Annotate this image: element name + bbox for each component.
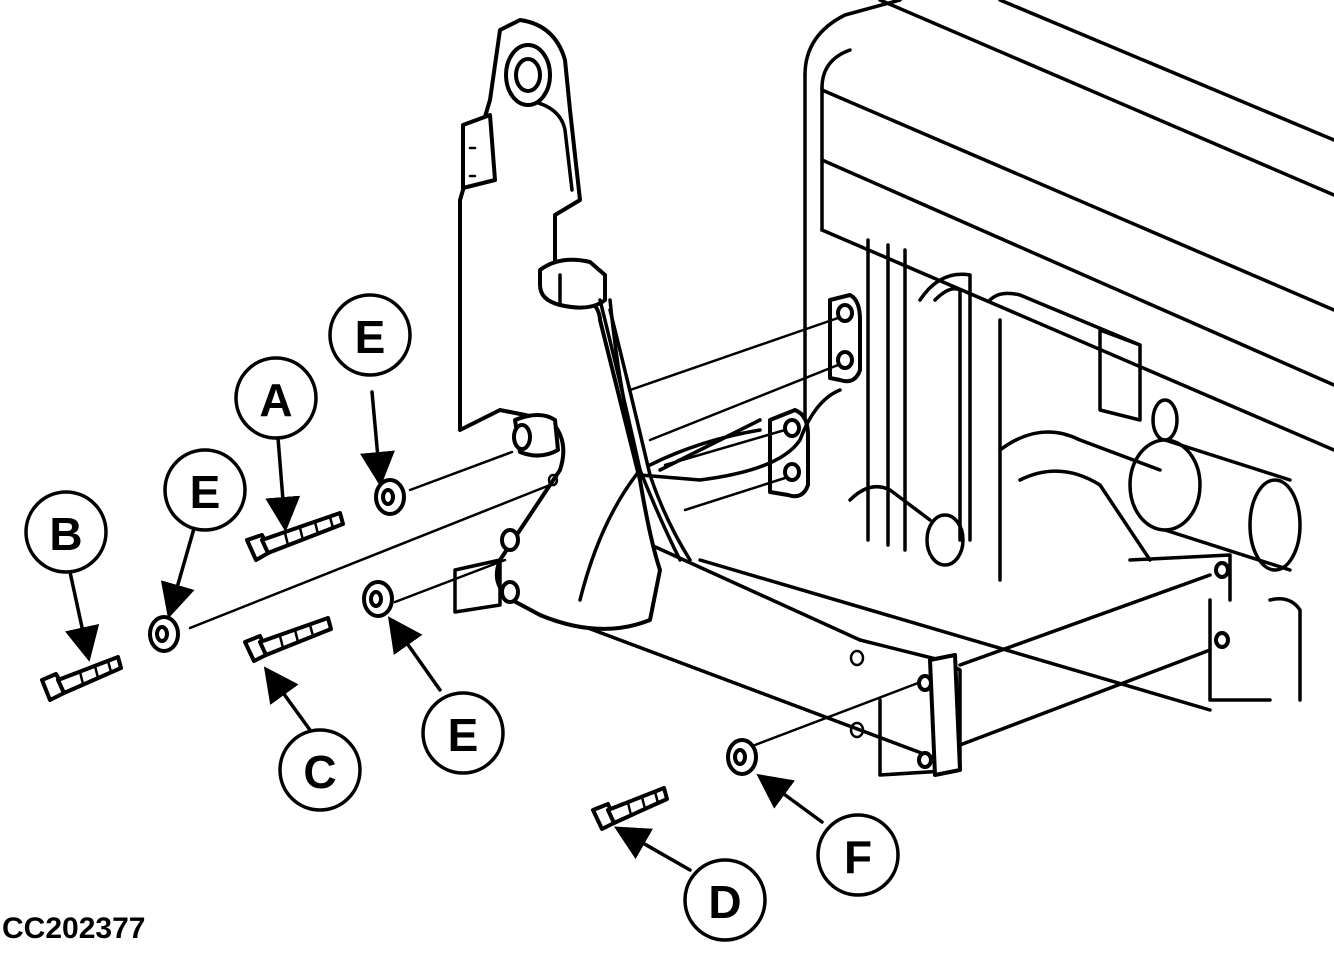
frame-rail [538, 538, 1230, 777]
bolt-c [243, 616, 333, 663]
assembly-lines [188, 316, 920, 747]
callout-e-left: E [163, 448, 247, 532]
washer-e-upper [374, 478, 406, 516]
callout-e-upper-label: E [355, 311, 386, 363]
figure-code: CC202377 [2, 912, 146, 945]
callout-c-label: C [303, 746, 336, 798]
callout-d-label: D [708, 876, 741, 928]
washer-f [726, 738, 758, 776]
callout-b-label: B [49, 508, 82, 560]
inner-mechanism [848, 238, 1302, 702]
callout-leaders [64, 390, 824, 872]
mounting-bracket [453, 18, 692, 631]
callout-e-lower: E [421, 691, 505, 775]
bolt-d [591, 786, 669, 831]
callout-a: A [234, 356, 318, 440]
callout-e-lower-label: E [448, 709, 479, 761]
callout-a-label: A [259, 374, 292, 426]
callout-c: C [278, 728, 362, 812]
callout-f-label: F [844, 831, 872, 883]
washer-e-left [148, 615, 180, 653]
callout-d: D [683, 858, 767, 942]
engine-housing [803, 0, 1334, 452]
bolt-b [40, 655, 123, 702]
callout-b: B [24, 490, 108, 574]
callout-e-left-label: E [190, 466, 221, 518]
washer-e-lower [362, 580, 394, 618]
callout-f: F [816, 813, 900, 897]
callout-e-upper: E [328, 293, 412, 377]
bolt-a [245, 511, 345, 562]
